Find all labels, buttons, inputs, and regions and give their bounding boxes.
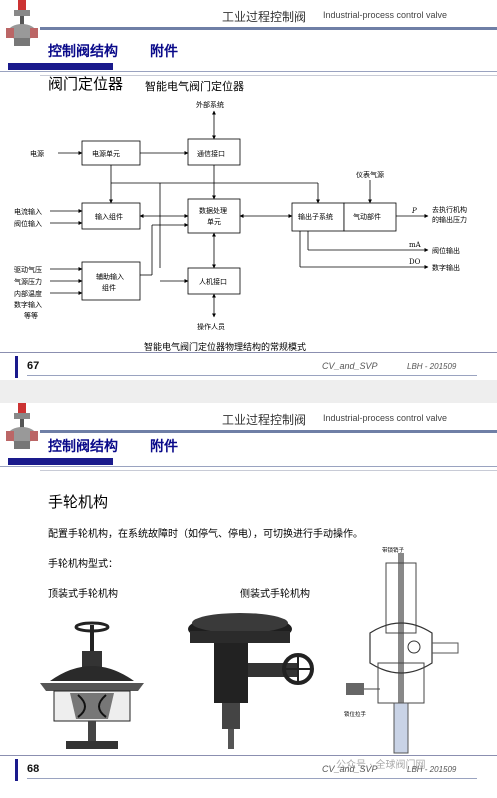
section-subtitle: 附件: [150, 439, 178, 455]
to-actuator-label-1: 去执行机构: [432, 205, 467, 214]
footer-course: CV_and_SVP: [322, 361, 378, 371]
slide-68: 工业过程控制阀 Industrial-process control valve…: [0, 403, 497, 783]
footer-code: LBH - 201509: [407, 765, 457, 774]
hmi-label: 人机接口: [199, 277, 227, 286]
p-symbol: P: [411, 207, 417, 215]
header-title-en: Industrial-process control valve: [323, 10, 448, 20]
valve-position-output-label: 阀位输出: [432, 246, 460, 255]
callout-top: 带锁销子: [382, 546, 405, 554]
page-number: 68: [27, 763, 40, 775]
slide-gap: [0, 380, 497, 403]
callout-bottom: 锁位拉手: [344, 710, 367, 718]
watermark: 公众号 · 全球阀门网: [336, 760, 426, 771]
current-input-label: 电流输入: [14, 207, 42, 216]
side-mounted-label: 侧装式手轮机构: [240, 589, 310, 600]
section-title: 控制阀结构: [48, 44, 118, 60]
valve-position-input-label: 阀位输入: [14, 219, 42, 228]
section-title: 控制阀结构: [48, 439, 118, 455]
figure-caption: 智能电气阀门定位器物理结构的常规模式: [144, 343, 307, 353]
valve-logo-icon: [6, 403, 38, 449]
slide-heading: 阀门定位器: [48, 75, 124, 93]
digital-output-label: 数字输出: [432, 263, 460, 272]
section-subtitle: 附件: [150, 44, 178, 60]
etc-label: 等等: [24, 311, 38, 320]
slide-67: 工业过程控制阀 Industrial-process control valve…: [0, 0, 497, 380]
digital-input-label: 数字输入: [14, 300, 42, 309]
do-label: DO: [409, 258, 421, 266]
external-system-label: 外部系统: [196, 100, 224, 109]
ma-label: mA: [409, 241, 422, 249]
footer-course: CV_and_SVP: [322, 764, 378, 774]
power-supply-label: 电源: [30, 149, 44, 158]
valve-logo-icon: [6, 0, 38, 46]
to-actuator-label-2: 的输出压力: [432, 215, 467, 224]
data-processing-label-1: 数据处理: [199, 206, 227, 215]
footer-code: LBH - 201509: [407, 362, 457, 371]
drive-pressure-label: 驱动气压: [14, 265, 42, 274]
data-processing-label-2: 单元: [207, 217, 221, 226]
instrument-air-label: 仪表气源: [356, 170, 384, 179]
page-number: 67: [27, 360, 40, 372]
handwheel-cross-section-image: 带锁销子 锁位拉手: [344, 546, 459, 754]
types-label: 手轮机构型式：: [48, 559, 118, 570]
side-mounted-handwheel-image: [188, 613, 314, 749]
slide-header: 工业过程控制阀 Industrial-process control valve: [0, 403, 497, 433]
top-mounted-handwheel-image: [40, 621, 144, 749]
section-bar: [8, 458, 113, 465]
hmi-box: [187, 267, 241, 295]
body-text: 配置手轮机构，在系统故障时（如停气、停电），可切换进行手动操作。: [48, 529, 363, 540]
header-title-en: Industrial-process control valve: [323, 413, 448, 423]
power-unit-label: 电源单元: [92, 149, 120, 158]
data-processing-box: [187, 198, 241, 234]
aux-input-label-1: 辅助输入: [96, 272, 124, 281]
top-mounted-label: 顶装式手轮机构: [48, 589, 118, 600]
output-subsystem-label: 输出子系统: [298, 212, 333, 221]
power-unit-box: [81, 140, 141, 166]
aux-input-label-2: 组件: [102, 283, 116, 292]
input-module-box: [81, 202, 141, 230]
header-title-cn: 工业过程控制阀: [222, 413, 307, 427]
section-divider: [0, 71, 497, 72]
pneumatic-part-label: 气动部件: [353, 212, 381, 221]
header-title-cn: 工业过程控制阀: [222, 10, 307, 24]
operator-label: 操作人员: [197, 322, 225, 331]
section-divider: [0, 466, 497, 467]
positioner-block-diagram: 外部系统 电源 电源单元 通信接口 仪表气源 电流输入 阀位输入 输入组件 数据…: [14, 100, 467, 331]
input-module-label: 输入组件: [95, 212, 123, 221]
comm-interface-label: 通信接口: [197, 149, 225, 158]
slide-subheading: 智能电气阀门定位器: [145, 80, 244, 93]
section-bar: [8, 63, 113, 70]
internal-temp-label: 内部温度: [14, 289, 42, 298]
air-pressure-label: 气源压力: [14, 277, 42, 286]
aux-input-box: [81, 261, 141, 301]
slide-heading: 手轮机构: [48, 493, 109, 511]
slide-header: 工业过程控制阀 Industrial-process control valve: [0, 0, 497, 30]
